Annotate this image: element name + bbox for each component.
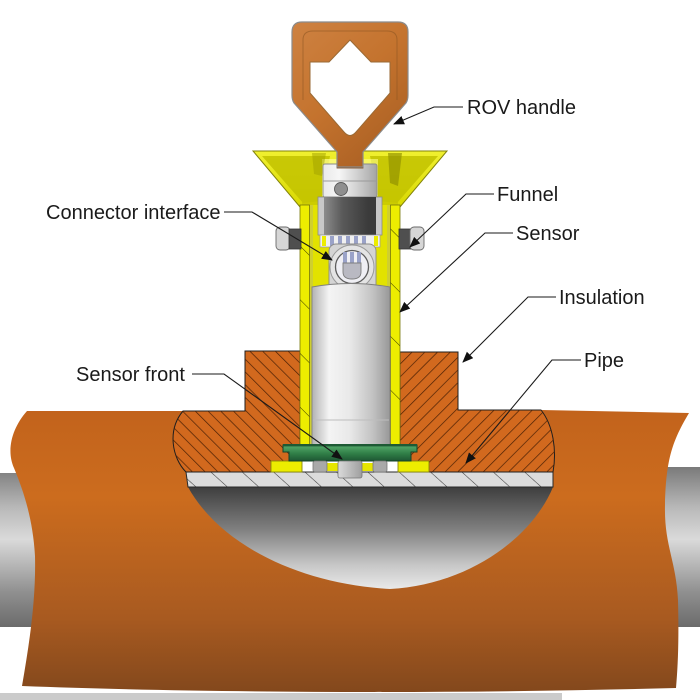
- callouts: ROV handle Funnel Sensor Insulation Pipe…: [46, 97, 645, 464]
- connector-interface-port: [328, 243, 377, 292]
- retainer-pad-left: [327, 463, 338, 471]
- funnel-tube-wall-right: [390, 204, 401, 462]
- leader-sensor-front: [192, 373, 343, 460]
- label-rov-handle: ROV handle: [467, 97, 576, 119]
- handle-edge-groove: [302, 30, 398, 100]
- connector-socket-key: [342, 262, 362, 280]
- leader-rov-handle: [393, 106, 463, 125]
- leader-funnel: [409, 193, 494, 248]
- sensor-front-tip: [337, 460, 363, 479]
- funnel-slot-right: [388, 153, 402, 186]
- clamp-bolt-left: [275, 226, 302, 251]
- leader-sensor: [399, 232, 513, 313]
- label-funnel: Funnel: [497, 184, 558, 206]
- label-connector-interface: Connector interface: [46, 202, 221, 224]
- flange-bolt-left: [312, 460, 328, 473]
- insulation-section-left: [172, 350, 301, 473]
- funnel-foot-right: [397, 460, 430, 473]
- pipe-wall-section: [185, 471, 554, 488]
- funnel-foot-left: [270, 460, 303, 473]
- pipe-interior: [188, 487, 553, 589]
- leader-insulation: [462, 296, 556, 363]
- sensor-collar-pin: [334, 182, 348, 196]
- funnel-inner-shade-left: [262, 156, 330, 203]
- funnel-inner-shade-right: [370, 156, 438, 203]
- sensor-assembly: [282, 163, 418, 479]
- retainer-pad-right: [362, 463, 373, 471]
- label-pipe: Pipe: [584, 350, 624, 372]
- pipe-bottom-shadow: [0, 693, 562, 700]
- sensor-front-hardware: [312, 460, 388, 479]
- rov-handle-assembly: [291, 21, 409, 169]
- pipe-assembly: [0, 350, 700, 700]
- sensor-grip-band: [324, 197, 376, 235]
- handle-opening: [309, 39, 391, 136]
- label-sensor: Sensor: [516, 223, 580, 245]
- leader-pipe: [465, 359, 581, 464]
- label-insulation: Insulation: [559, 287, 645, 309]
- insulation-section-right: [399, 351, 555, 473]
- funnel-slot-left: [312, 153, 326, 176]
- funnel-tube-gap-left: [309, 205, 313, 449]
- label-sensor-front: Sensor front: [76, 364, 185, 386]
- leader-connector-interface: [224, 211, 333, 261]
- flange-bolt-right: [372, 460, 388, 473]
- sensor-body: [311, 283, 391, 448]
- sensor-front-flange: [282, 444, 418, 462]
- clamp-bolt-right: [398, 226, 425, 251]
